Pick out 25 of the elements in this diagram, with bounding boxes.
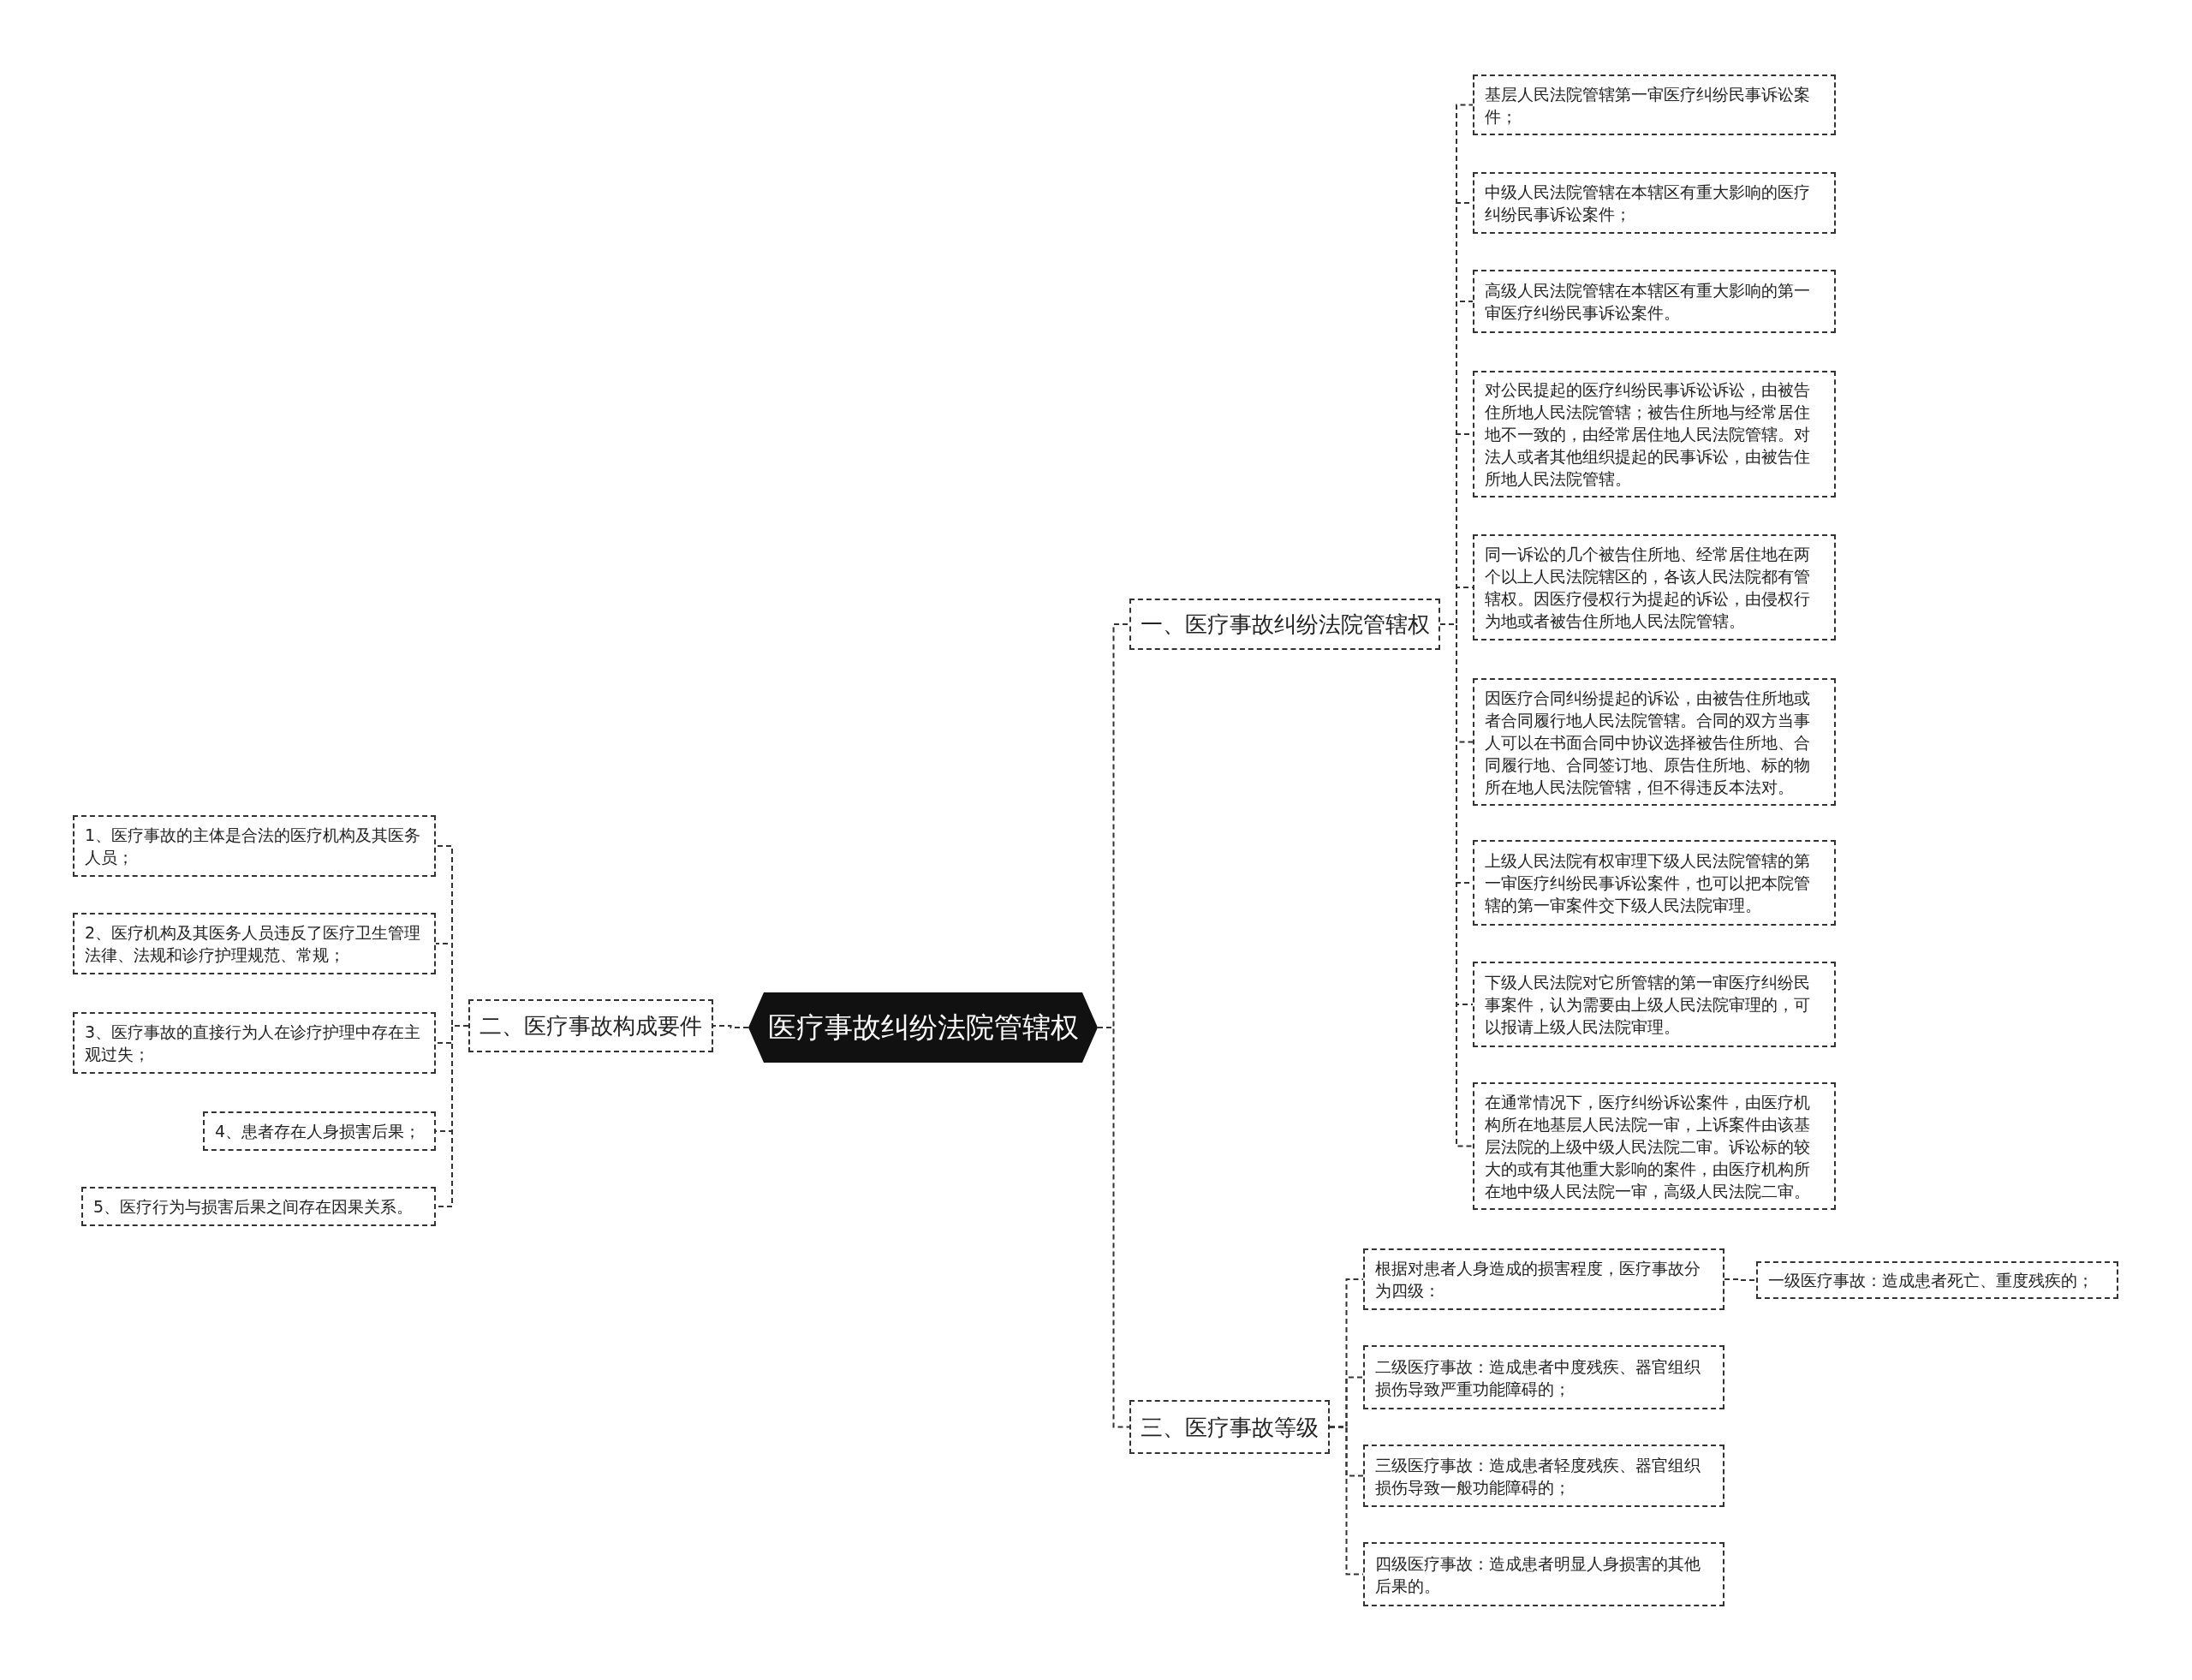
text-box: 基层人民法院管辖第一审医疗纠纷民事诉讼案件； (1473, 74, 1836, 135)
text-box: 根据对患者人身造成的损害程度，医疗事故分为四级： (1363, 1248, 1724, 1310)
text-box: 同一诉讼的几个被告住所地、经常居住地在两个以上人民法院辖区的，各该人民法院都有管辖权。因医疗侵权行为提起的诉讼，由侵权行为地或者被告住所地人民法院管辖。 (1473, 534, 1836, 640)
text-box: 下级人民法院对它所管辖的第一审医疗纠纷民事案件，认为需要由上级人民法院审理的，可以报请上级人民法院审理。 (1473, 962, 1836, 1047)
text-box: 对公民提起的医疗纠纷民事诉讼诉讼，由被告住所地人民法院管辖；被告住所地与经常居住地不一致的，由经常居住地人民法院管辖。对法人或者其他组织提起的民事诉讼，由被告住所地人民法院管辖。 (1473, 371, 1836, 497)
text-box: 4、患者存在人身损害后果； (203, 1111, 436, 1151)
text-box: 高级人民法院管辖在本辖区有重大影响的第一审医疗纠纷民事诉讼案件。 (1473, 270, 1836, 333)
text-box: 上级人民法院有权审理下级人民法院管辖的第一审医疗纠纷民事诉讼案件，也可以把本院管辖的第一审案件交下级人民法院审理。 (1473, 840, 1836, 926)
text-box: 三级医疗事故：造成患者轻度残疾、器官组织损伤导致一般功能障碍的； (1363, 1445, 1724, 1507)
text-box: 2、医疗机构及其医务人员违反了医疗卫生管理法律、法规和诊疗护理规范、常规； (73, 913, 436, 974)
branch-box: 二、医疗事故构成要件 (468, 999, 713, 1052)
text-box: 因医疗合同纠纷提起的诉讼，由被告住所地或者合同履行地人民法院管辖。合同的双方当事人可以在书面合同中协议选择被告住所地、合同履行地、合同签订地、原告住所地、标的物所在地人民法院管辖，但不得违反本法对。 (1473, 678, 1836, 806)
branch-box: 一、医疗事故纠纷法院管辖权 (1129, 599, 1440, 650)
connector-line (1724, 1278, 1757, 1281)
text-box: 3、医疗事故的直接行为人在诊疗护理中存在主观过失； (73, 1012, 436, 1074)
connector-line (712, 1025, 749, 1028)
text-box: 1、医疗事故的主体是合法的医疗机构及其医务人员； (73, 815, 436, 877)
text-box: 一级医疗事故：造成患者死亡、重度残疾的； (1756, 1261, 2118, 1299)
text-box: 中级人民法院管辖在本辖区有重大影响的医疗纠纷民事诉讼案件； (1473, 172, 1836, 234)
text-box: 四级医疗事故：造成患者明显人身损害的其他后果的。 (1363, 1542, 1724, 1606)
text-box: 5、医疗行为与损害后果之间存在因果关系。 (81, 1187, 436, 1226)
text-box: 在通常情况下，医疗纠纷诉讼案件，由医疗机构所在地基层人民法院一审，上诉案件由该基层法院的上级中级人民法院二审。诉讼标的较大的或有其他重大影响的案件，由医疗机构所在地中级人民法院一审，高级人民法院二审。 (1473, 1082, 1836, 1210)
text-box: 二级医疗事故：造成患者中度残疾、器官组织损伤导致严重功能障碍的； (1363, 1345, 1724, 1409)
central-topic: 医疗事故纠纷法院管辖权 (748, 992, 1098, 1063)
branch-box: 三、医疗事故等级 (1129, 1400, 1330, 1454)
